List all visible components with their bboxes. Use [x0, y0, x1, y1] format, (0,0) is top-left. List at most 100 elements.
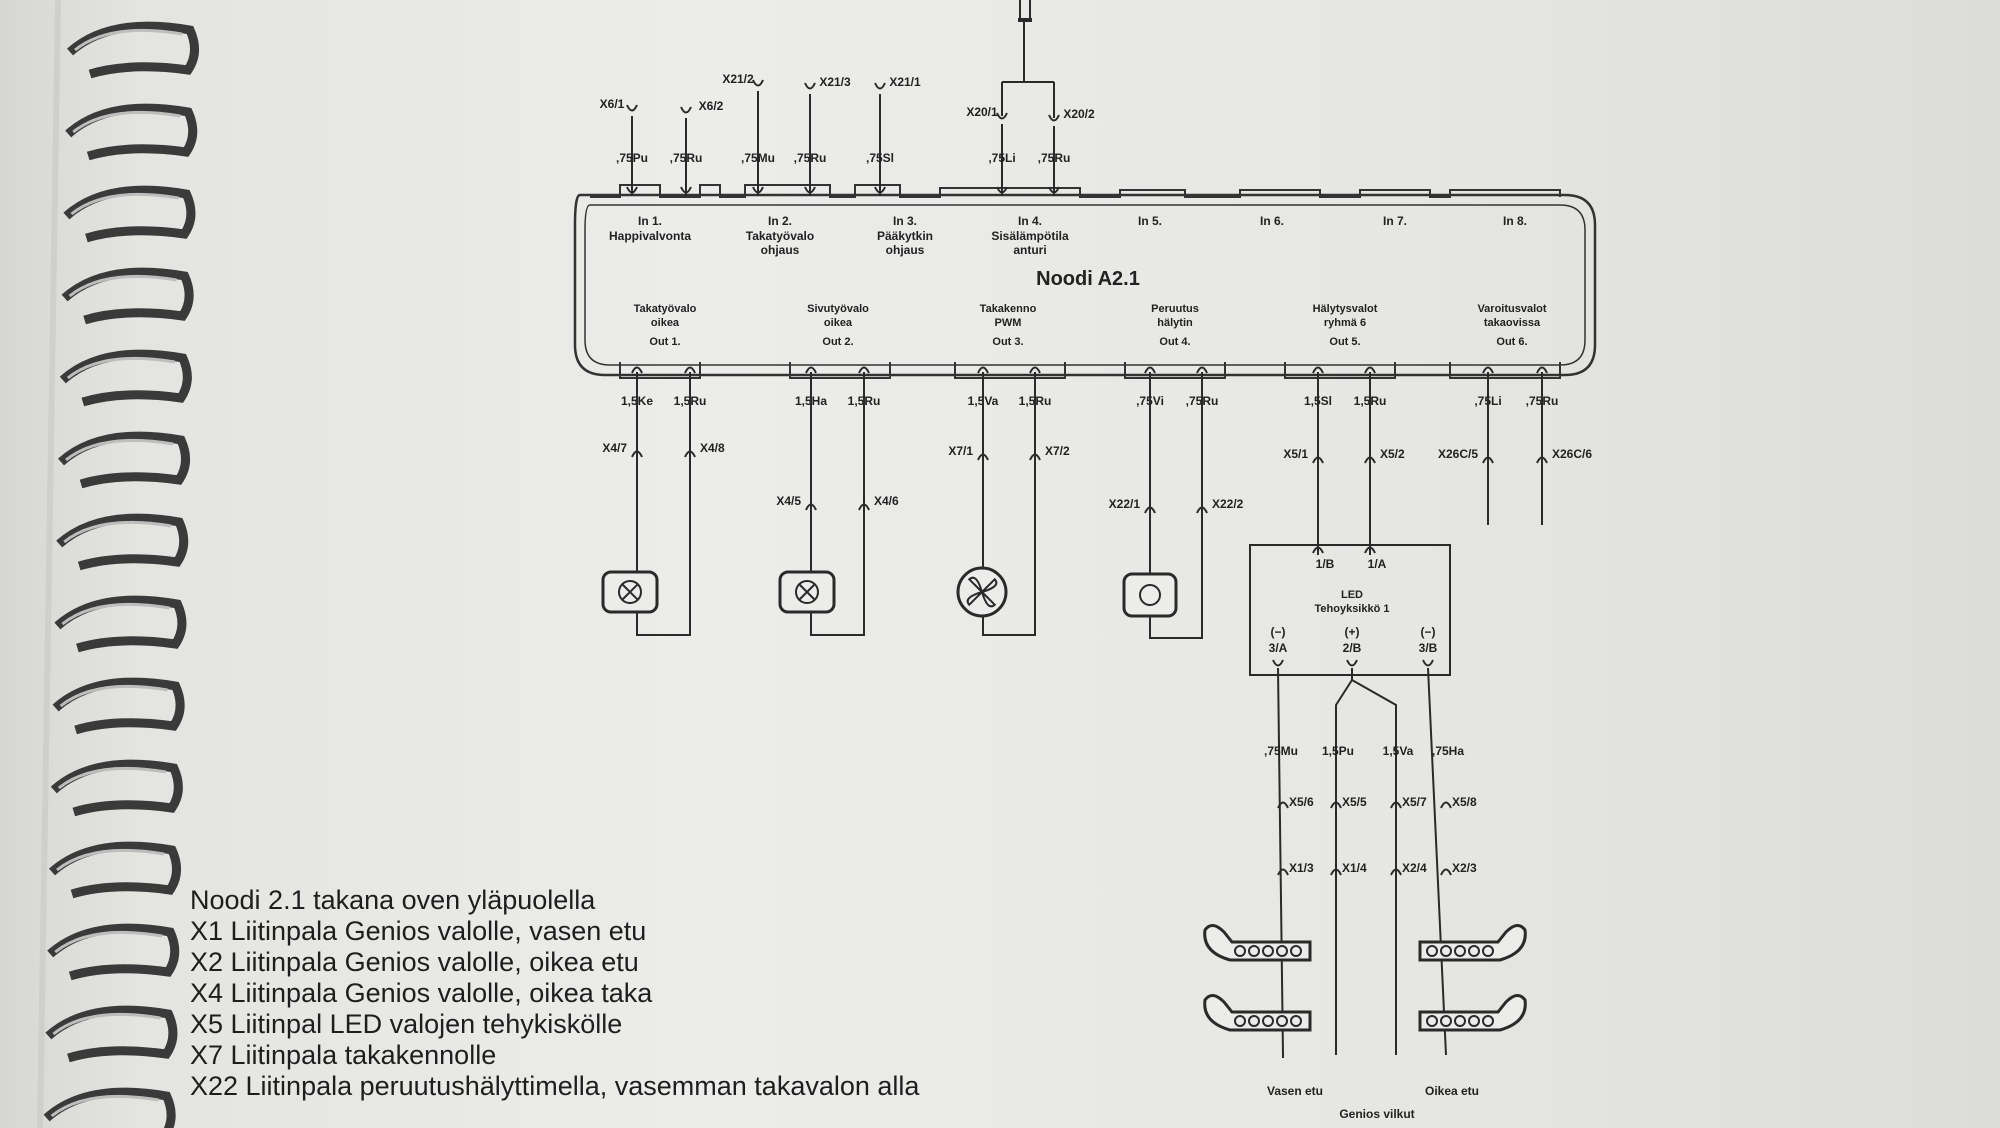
- output-name: Hälytysvalot: [1313, 303, 1378, 315]
- blinker-led: [1276, 1015, 1288, 1027]
- lamp-circle: [795, 580, 819, 604]
- input-connector-label: X6/1: [600, 97, 625, 111]
- blinker-led: [1248, 945, 1260, 957]
- binding-ring-highlight: [68, 274, 177, 298]
- node-box: [573, 184, 1597, 379]
- work-light-icon: [601, 570, 659, 614]
- output-name: oikea: [824, 317, 853, 329]
- input-connector-label: X20/2: [1063, 107, 1095, 121]
- blinker-icon: [1418, 924, 1527, 962]
- legend-line: X2 Liitinpala Genios valolle, oikea etu: [190, 947, 639, 977]
- output-connector-label: X4/6: [874, 494, 899, 508]
- buzzer-circle: [1139, 584, 1161, 606]
- connector-mark: [1364, 546, 1376, 554]
- binding-ring-highlight: [52, 1012, 161, 1036]
- output-loop-wire: [636, 372, 691, 636]
- legend-line: X4 Liitinpala Genios valolle, oikea taka: [190, 978, 653, 1008]
- binding-ring: [50, 759, 183, 817]
- input-number: In 1.: [638, 214, 662, 228]
- connector-mark: [1482, 366, 1494, 374]
- binding-ring: [45, 1005, 178, 1063]
- input-connector-label: X21/1: [889, 75, 921, 89]
- blinker-led: [1440, 1015, 1452, 1027]
- connector-mark: [1196, 366, 1208, 374]
- output-connector-label: X4/5: [776, 494, 801, 508]
- binding-ring-highlight: [74, 28, 183, 52]
- connector-mark: [874, 186, 886, 194]
- led-wire: [1427, 667, 1447, 1056]
- binding-ring: [66, 21, 199, 79]
- output-connector-label: X22/2: [1212, 497, 1244, 511]
- led-pin-label: 2/B: [1343, 641, 1362, 655]
- blinker-led: [1262, 1015, 1274, 1027]
- connector-mark: [1440, 868, 1452, 876]
- led-pin-sign: (−): [1271, 625, 1286, 639]
- output-name: PWM: [995, 317, 1022, 329]
- output-name: Takatyövalo: [634, 303, 697, 315]
- binding-ring: [54, 595, 187, 653]
- input-wire-label: ,75Sl: [866, 151, 894, 165]
- connector-mark: [804, 186, 816, 194]
- fan-icon: [956, 566, 1008, 618]
- connector-mark: [1390, 801, 1402, 809]
- input-number: In 4.: [1018, 214, 1042, 228]
- output-number: Out 6.: [1496, 336, 1527, 348]
- cable-end: [1018, 18, 1032, 22]
- binding-ring: [56, 513, 189, 571]
- blinker-body: [1418, 924, 1527, 962]
- fan-blade: [981, 591, 997, 608]
- led-connector-label: X1/4: [1342, 861, 1367, 875]
- blinker-left-label: Vasen etu: [1267, 1084, 1323, 1098]
- fan-blade: [981, 577, 998, 593]
- input-wire-label: ,75Li: [988, 151, 1015, 165]
- led-pin-label: 1/A: [1368, 557, 1387, 571]
- led-connector-label: X2/4: [1402, 861, 1427, 875]
- binding-ring: [65, 103, 198, 161]
- legend-line: X5 Liitinpal LED valojen tehykiskölle: [190, 1009, 623, 1039]
- led-pin-label: 3/B: [1419, 641, 1438, 655]
- spiral-binding: [37, 0, 199, 1128]
- led-pin-label: 3/A: [1269, 641, 1288, 655]
- output-name: Sivutyövalo: [807, 303, 869, 315]
- connector-mark: [752, 79, 764, 87]
- led-connector-label: X5/8: [1452, 795, 1477, 809]
- blinker-led: [1276, 945, 1288, 957]
- output-name: Peruutus: [1151, 303, 1199, 315]
- led-unit-box: [1249, 544, 1451, 676]
- connector-mark: [996, 112, 1008, 120]
- output-connector-label: X5/2: [1380, 447, 1405, 461]
- connector-mark: [752, 186, 764, 194]
- blinker-body: [1203, 924, 1312, 962]
- input-number: In 7.: [1383, 214, 1407, 228]
- blinker-led: [1482, 945, 1494, 957]
- connector-mark: [805, 366, 817, 374]
- binding-ring-highlight: [57, 766, 167, 790]
- connector-mark: [1536, 366, 1548, 374]
- input-name: ohjaus: [886, 243, 925, 257]
- fan-blade: [967, 576, 983, 593]
- output-number: Out 3.: [992, 336, 1023, 348]
- lamp-circle: [618, 580, 642, 604]
- input-number: In 8.: [1503, 214, 1527, 228]
- buzzer-icon: [1122, 572, 1178, 618]
- led-pin-sign: (−): [1421, 625, 1436, 639]
- connector-mark: [1330, 868, 1342, 876]
- led-connector-label: X2/3: [1452, 861, 1477, 875]
- connector-mark: [1364, 366, 1376, 374]
- output-connector-label: X26C/5: [1438, 447, 1478, 461]
- connector-mark: [1277, 868, 1289, 876]
- output-number: Out 1.: [649, 336, 680, 348]
- output-connector-label: X7/1: [948, 444, 973, 458]
- blinker-led: [1290, 1015, 1302, 1027]
- output-connector-label: X4/7: [602, 441, 627, 455]
- blinker-led: [1468, 1015, 1480, 1027]
- input-wire-label: ,75Ru: [1038, 151, 1071, 165]
- connector-mark: [804, 82, 816, 90]
- binding-ring-highlight: [50, 1094, 159, 1118]
- buzzer-frame: [1122, 572, 1178, 618]
- blinker-led: [1248, 1015, 1260, 1027]
- binding-ring-highlight: [59, 684, 168, 708]
- output-number: Out 2.: [822, 336, 853, 348]
